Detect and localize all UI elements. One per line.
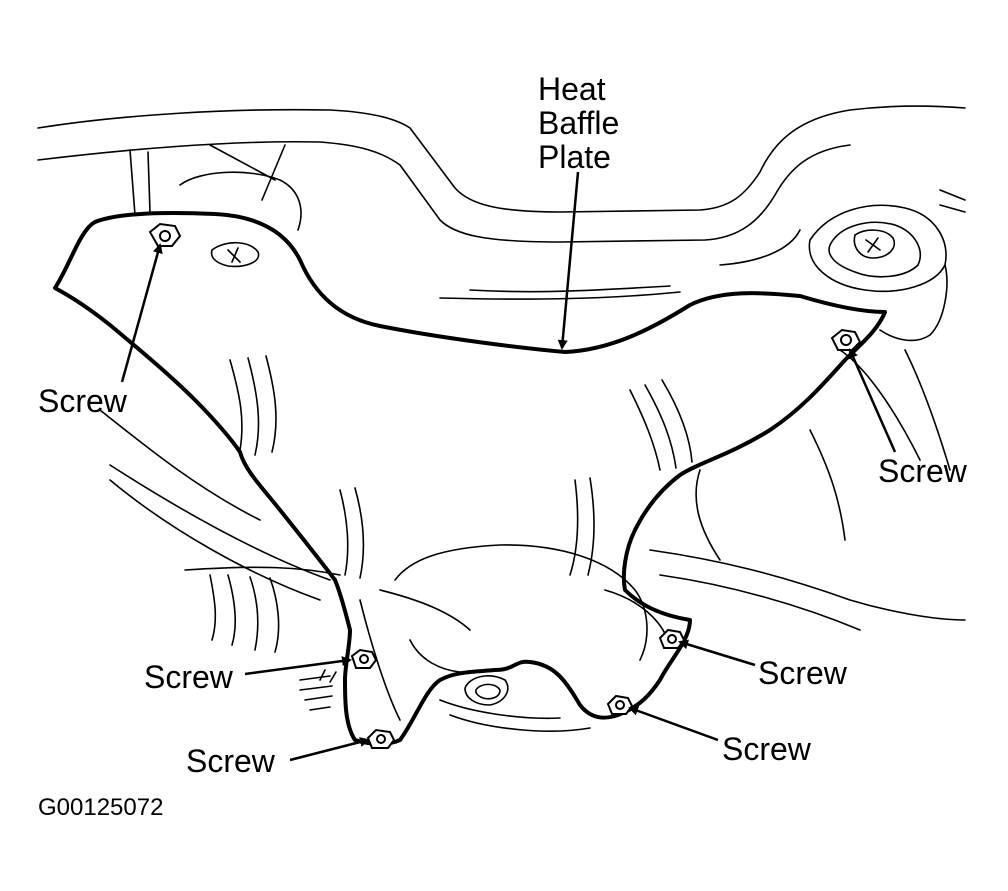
arrow-screw-lower-right-lower bbox=[628, 706, 719, 742]
figure-id-label: G00125072 bbox=[38, 794, 164, 821]
screw-label-lower-left-upper: Screw bbox=[144, 659, 233, 695]
screw-label-lower-left-lower: Screw bbox=[186, 743, 275, 779]
arrow-screw-lower-left-lower bbox=[289, 737, 370, 762]
screw-lower-right-upper-icon bbox=[658, 628, 686, 649]
screw-label-lower-right-lower: Screw bbox=[722, 731, 811, 767]
screw-lower-left-lower-icon bbox=[366, 728, 396, 749]
title-line-1: Heat bbox=[538, 71, 606, 107]
screw-label-lower-right-upper: Screw bbox=[758, 655, 847, 691]
screw-right-icon bbox=[830, 328, 862, 351]
arrow-screw-top-left bbox=[120, 243, 163, 383]
heat-baffle-plate-outline bbox=[53, 210, 887, 746]
arrow-heat-baffle-plate bbox=[557, 171, 580, 350]
vehicle-underbody-lines bbox=[37, 105, 966, 732]
screw-label-top-left: Screw bbox=[38, 383, 127, 419]
title-line-3: Plate bbox=[538, 139, 611, 175]
arrow-screw-lower-left-upper bbox=[244, 656, 352, 676]
title-line-2: Baffle bbox=[538, 105, 620, 141]
screw-top-left-icon bbox=[148, 222, 182, 247]
screw-lower-left-upper-icon bbox=[350, 648, 378, 669]
arrow-screw-right bbox=[848, 348, 897, 453]
heat-baffle-plate-label: Heat Baffle Plate bbox=[538, 72, 619, 174]
arrow-screw-lower-right-upper bbox=[678, 639, 756, 667]
screw-lower-right-lower-icon bbox=[606, 694, 634, 715]
screw-label-right: Screw bbox=[878, 453, 967, 489]
